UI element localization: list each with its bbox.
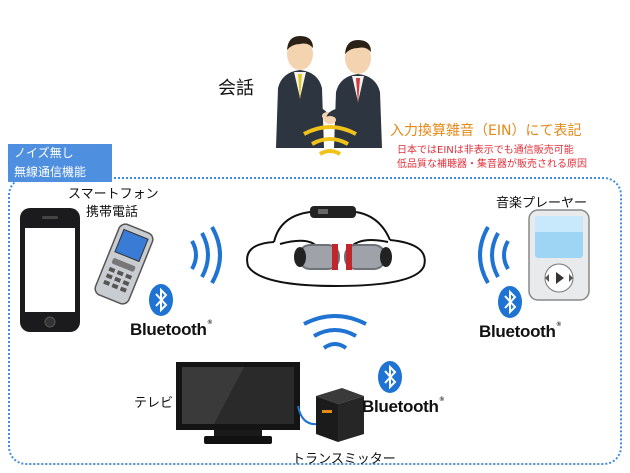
bluetooth-word: Bluetooth xyxy=(130,320,207,339)
wireless-area-frame xyxy=(8,177,622,465)
transmitter-icon xyxy=(316,388,364,442)
bluetooth-logo-phone xyxy=(149,284,173,316)
mobile-phone-label: 携帯電話 xyxy=(86,205,139,220)
smartphone-label: スマートフォン xyxy=(68,187,159,202)
television-icon xyxy=(176,362,300,444)
bluetooth-word: Bluetooth xyxy=(362,397,439,416)
bluetooth-word: Bluetooth xyxy=(479,322,556,341)
badge-line-1: ノイズ無し xyxy=(14,146,74,160)
bluetooth-logo-music-player xyxy=(498,286,522,318)
bluetooth-logo-transmitter xyxy=(378,361,402,393)
bluetooth-registered-mark: ® xyxy=(207,320,212,326)
smartphone-icon xyxy=(20,208,80,332)
bluetooth-earphones xyxy=(246,206,426,288)
ein-note-title: 入力換算雑音（EIN）にて表記 xyxy=(390,123,582,139)
sound-wave-yellow xyxy=(303,125,357,156)
no-noise-badge: ノイズ無し 無線通信機能 xyxy=(8,144,112,182)
bluetooth-registered-mark: ® xyxy=(556,322,561,328)
tv-transmitter-cable xyxy=(297,405,319,426)
music-player-label: 音楽プレーヤー xyxy=(496,196,588,211)
tv-label: テレビ xyxy=(134,396,174,411)
wireless-wave-transmitter xyxy=(303,314,367,350)
conversation-label: 会話 xyxy=(218,78,254,99)
bluetooth-registered-mark: ® xyxy=(439,397,444,403)
badge-line-2: 無線通信機能 xyxy=(14,165,87,179)
bluetooth-wordmark-music-player: Bluetooth® xyxy=(479,322,561,342)
feature-phone-icon xyxy=(94,223,154,305)
music-player-icon xyxy=(528,209,590,301)
bluetooth-wordmark-transmitter: Bluetooth® xyxy=(362,397,444,417)
bluetooth-wordmark-phone: Bluetooth® xyxy=(130,320,212,340)
ein-note-line-1: 日本ではEINは非表示でも通信販売可能 xyxy=(397,145,574,156)
ein-note-line-2: 低品質な補聴器・集音器が販売される原因 xyxy=(397,159,587,170)
wireless-wave-music-player xyxy=(478,226,510,284)
wireless-wave-phone xyxy=(190,226,222,284)
transmitter-label: トランスミッター xyxy=(292,452,396,467)
